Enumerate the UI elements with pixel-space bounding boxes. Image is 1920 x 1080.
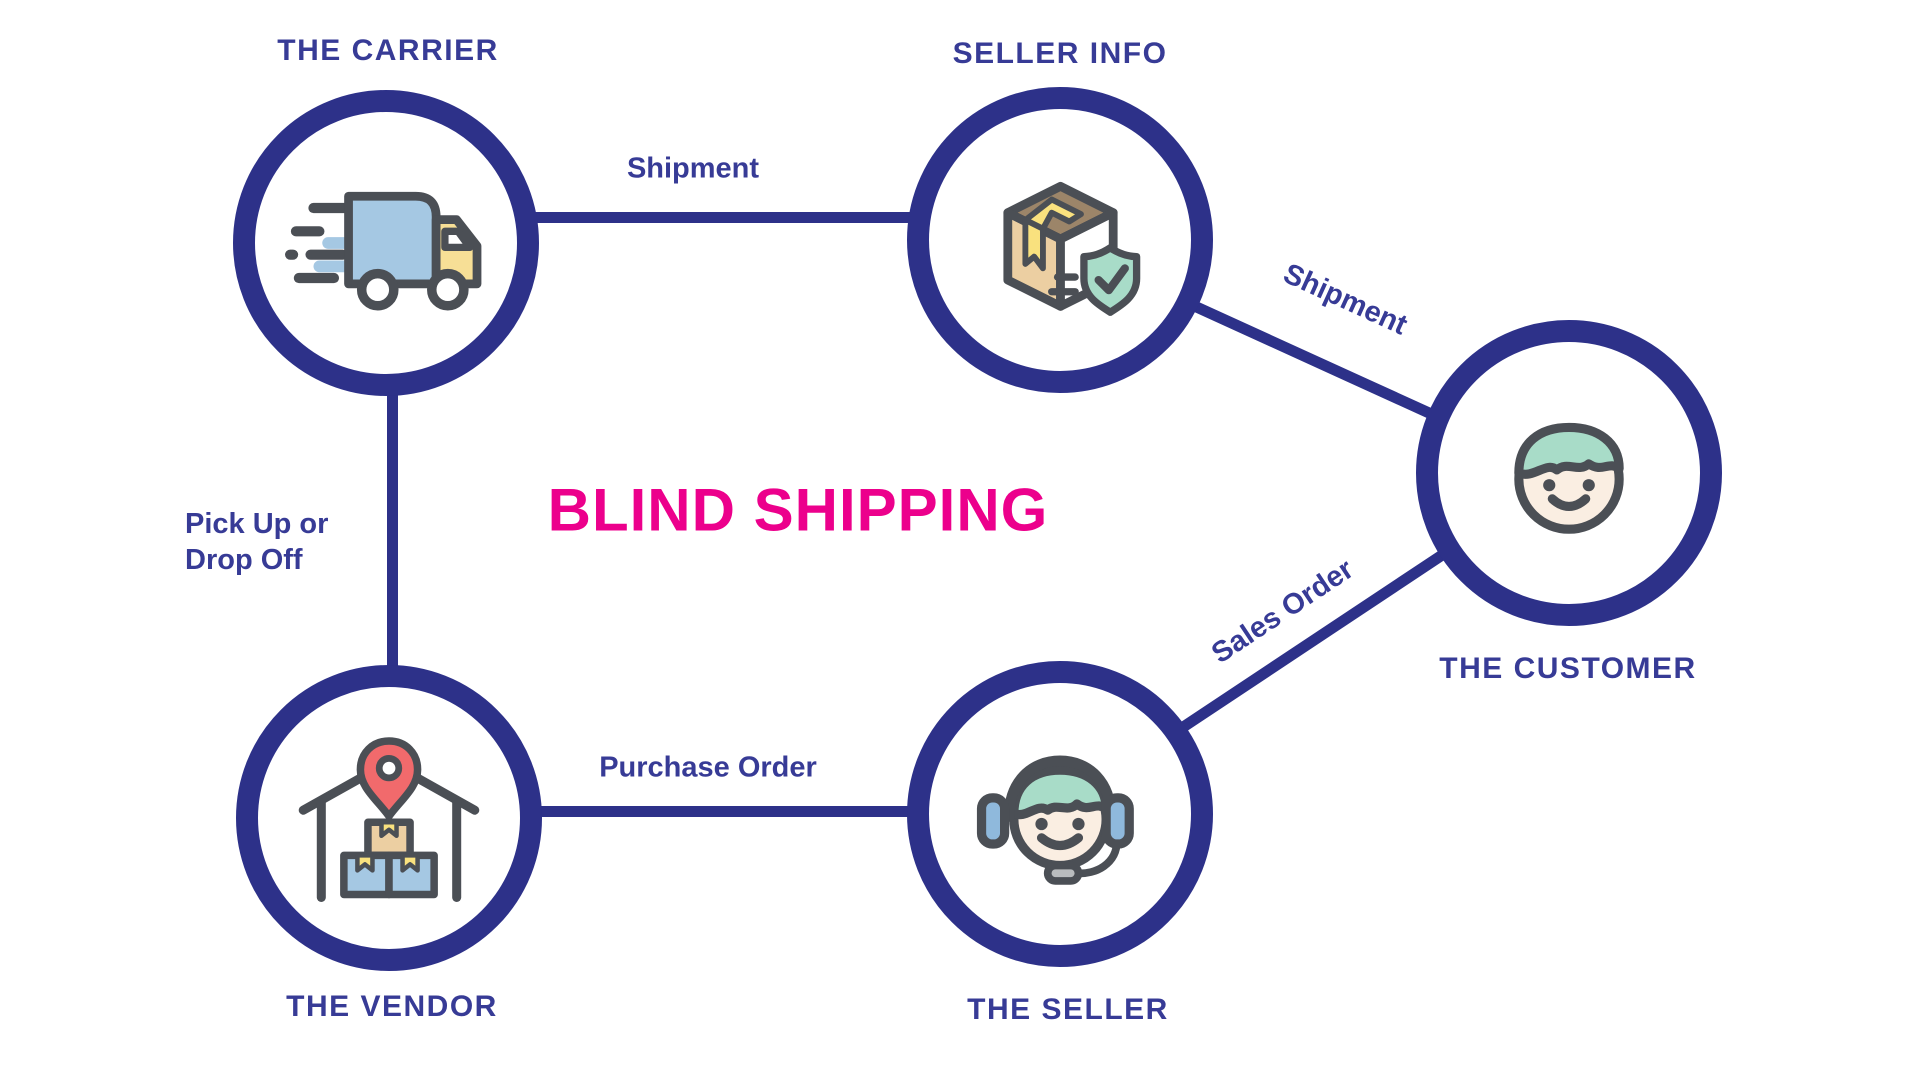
node-carrier [233,90,539,396]
node-label-seller-info: SELLER INFO [952,37,1168,70]
customer-face-icon [1514,422,1624,534]
edge-carrier-sellerinfo [510,212,920,223]
node-label-seller: THE SELLER [967,993,1169,1026]
node-label-customer: THE CUSTOMER [1439,652,1697,685]
edge-vendor-carrier [387,380,398,680]
support-agent-icon [976,755,1134,885]
node-seller-info [907,87,1213,393]
edge-label-purchase-order: Purchase Order [599,751,817,784]
edge-label-pickup-line2: Drop Off [185,544,303,576]
node-label-carrier: THE CARRIER [277,34,499,67]
edge-label-shipment-diagonal: Shipment [1278,257,1412,342]
edge-label-shipment-top: Shipment [626,152,760,185]
edge-label-pickup-dropoff: Pick Up or Drop Off [185,506,328,578]
node-label-vendor: THE VENDOR [286,990,498,1023]
warehouse-pin-icon [298,736,480,902]
diagram-title: BLIND SHIPPING [547,476,1049,544]
edge-vendor-seller [530,806,920,817]
delivery-truck-icon [284,191,481,311]
node-seller [907,661,1213,967]
edge-label-pickup-line1: Pick Up or [185,508,329,540]
package-shield-icon [1002,181,1140,316]
node-vendor [236,665,542,971]
node-customer [1416,320,1722,626]
